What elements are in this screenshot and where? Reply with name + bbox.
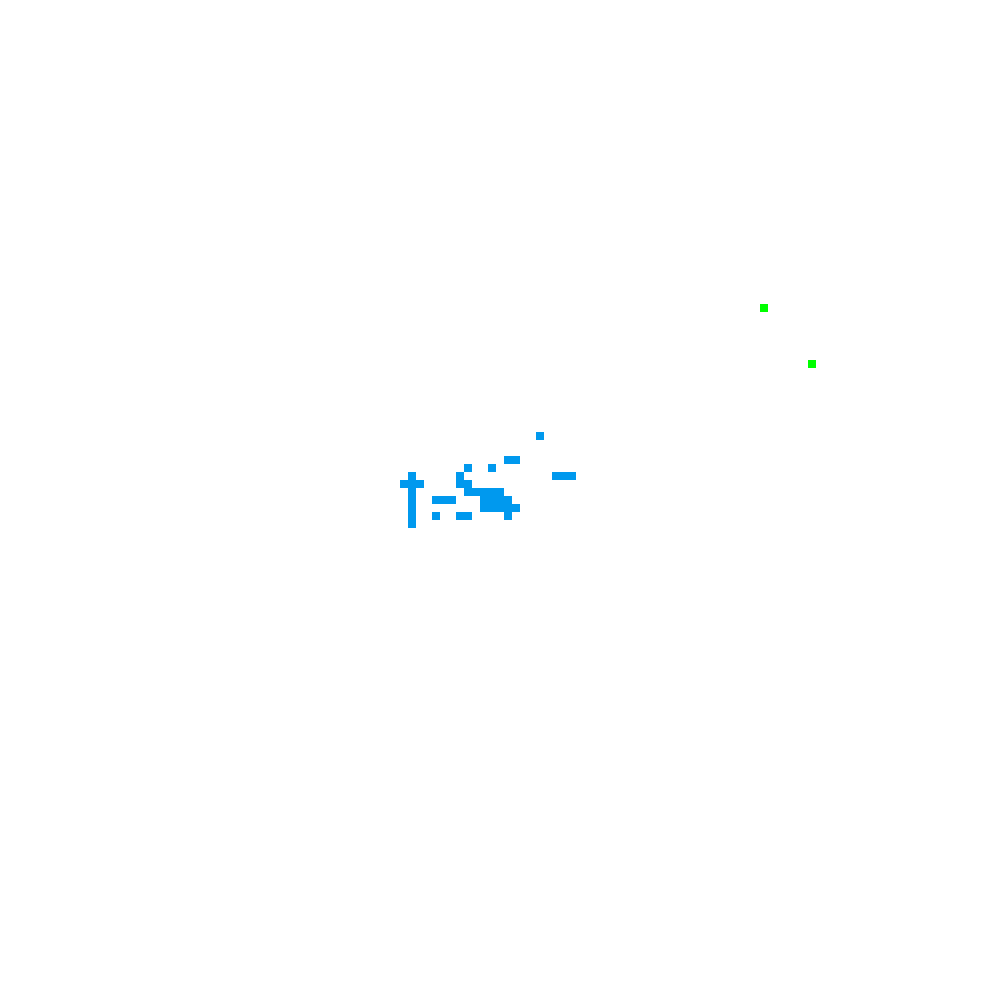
blue-cell bbox=[488, 496, 496, 504]
blue-cell bbox=[488, 488, 496, 496]
blue-cell bbox=[496, 488, 504, 496]
blue-cell bbox=[408, 472, 416, 480]
blue-cell bbox=[480, 496, 488, 504]
blue-cell bbox=[504, 504, 512, 512]
blue-cell bbox=[568, 472, 576, 480]
green-markers bbox=[760, 304, 816, 368]
blue-cell bbox=[464, 488, 472, 496]
cells-layer bbox=[400, 304, 816, 528]
blue-cell bbox=[408, 488, 416, 496]
blue-cell bbox=[536, 432, 544, 440]
blue-cell bbox=[400, 480, 408, 488]
blue-cell bbox=[408, 512, 416, 520]
blue-cell bbox=[480, 488, 488, 496]
blue-cell bbox=[496, 504, 504, 512]
blue-cell bbox=[448, 496, 456, 504]
blue-cell bbox=[464, 512, 472, 520]
blue-cell bbox=[504, 496, 512, 504]
blue-cell bbox=[512, 504, 520, 512]
blue-cell bbox=[480, 504, 488, 512]
blue-cell bbox=[504, 456, 512, 464]
blue-cell bbox=[488, 464, 496, 472]
blue-cell bbox=[456, 512, 464, 520]
blue-cell bbox=[408, 480, 416, 488]
blue-cell bbox=[504, 512, 512, 520]
blue-cell bbox=[552, 472, 560, 480]
blue-cell bbox=[440, 496, 448, 504]
green-cell bbox=[808, 360, 816, 368]
blue-cell bbox=[416, 480, 424, 488]
blue-cell bbox=[432, 496, 440, 504]
blue-cell bbox=[456, 480, 464, 488]
blue-cell bbox=[408, 520, 416, 528]
blue-cell bbox=[456, 472, 464, 480]
blue-cell bbox=[560, 472, 568, 480]
blue-cell bbox=[464, 480, 472, 488]
green-cell bbox=[760, 304, 768, 312]
blue-cell bbox=[496, 496, 504, 504]
blue-cluster bbox=[400, 432, 576, 528]
blue-cell bbox=[512, 456, 520, 464]
blue-cell bbox=[464, 464, 472, 472]
blue-cell bbox=[472, 488, 480, 496]
blue-cell bbox=[408, 496, 416, 504]
blue-cell bbox=[408, 504, 416, 512]
blue-cell bbox=[488, 504, 496, 512]
blue-cell bbox=[432, 512, 440, 520]
